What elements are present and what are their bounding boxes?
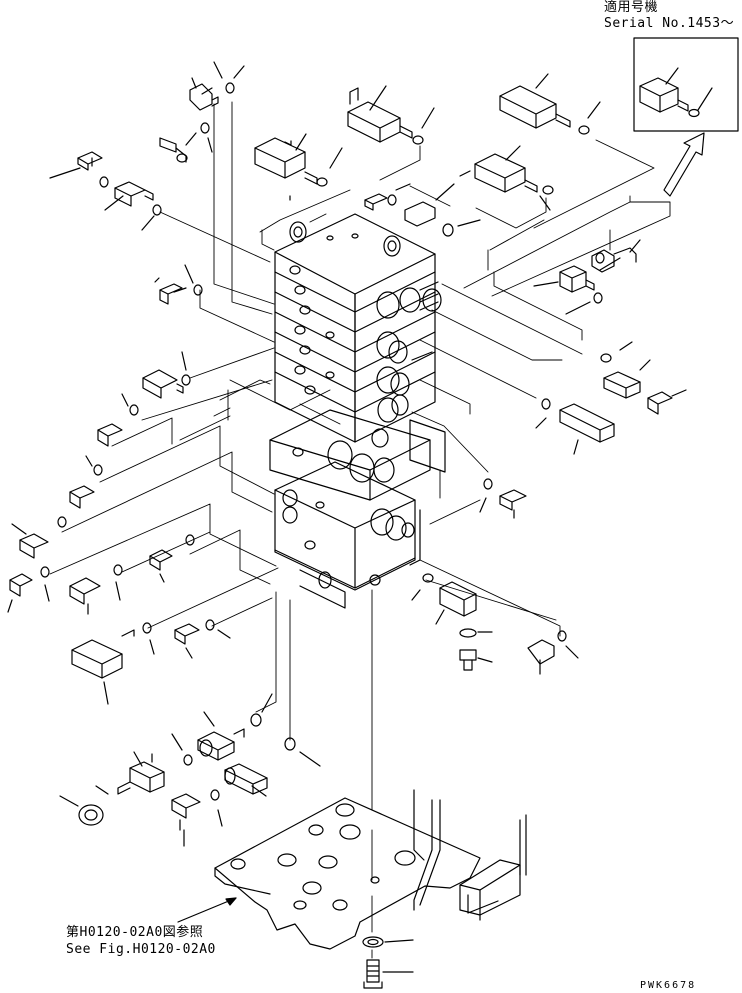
inset-box — [634, 38, 738, 131]
fittings-top — [50, 62, 600, 236]
mounting-plate — [215, 798, 480, 949]
frame-bracket — [414, 790, 526, 920]
reference-english: See Fig.H0120-02A0 — [66, 942, 216, 957]
serial-range-label: Serial No.1453～ — [604, 16, 735, 31]
fittings-bottom-left — [60, 694, 320, 846]
inset-title: 適用号機 — [604, 0, 659, 15]
reference-arrow — [178, 898, 236, 922]
fittings-right — [412, 240, 686, 674]
fittings-left — [8, 265, 230, 704]
reference-japanese: 第H0120-02A0図参照 — [66, 925, 204, 940]
drawing-number: PWK6678 — [640, 980, 697, 991]
bolt-and-washer — [363, 937, 413, 988]
lower-control-valve-block — [275, 462, 420, 608]
inset-arrow — [664, 133, 704, 196]
upper-control-valve-block — [275, 214, 441, 442]
hose-lines — [50, 102, 670, 958]
middle-valve-block — [270, 410, 445, 500]
